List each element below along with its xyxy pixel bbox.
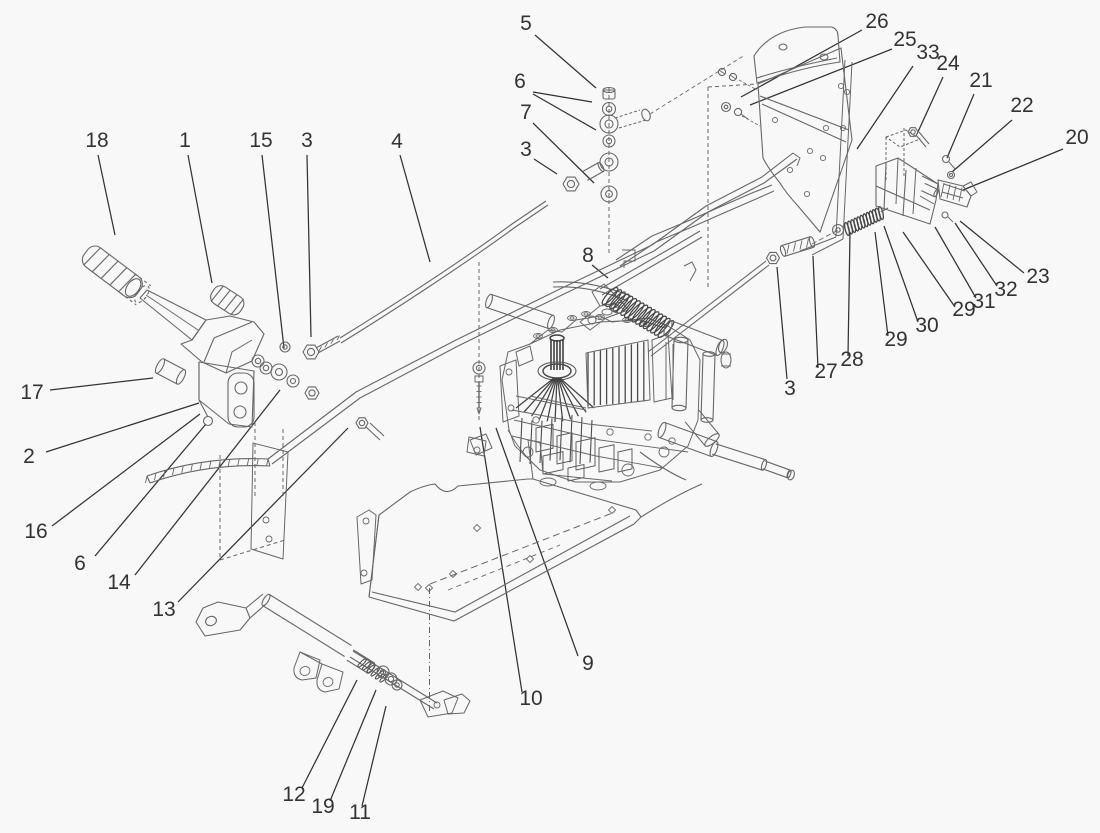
svg-text:2: 2 bbox=[23, 445, 35, 468]
svg-text:13: 13 bbox=[152, 598, 175, 621]
svg-text:30: 30 bbox=[915, 314, 938, 337]
svg-text:27: 27 bbox=[814, 360, 837, 383]
svg-text:24: 24 bbox=[936, 52, 960, 75]
svg-text:28: 28 bbox=[840, 348, 863, 371]
svg-text:21: 21 bbox=[969, 69, 992, 92]
svg-text:3: 3 bbox=[301, 129, 313, 152]
svg-text:33: 33 bbox=[916, 41, 939, 64]
svg-text:6: 6 bbox=[514, 70, 526, 93]
svg-text:8: 8 bbox=[582, 244, 594, 267]
svg-text:19: 19 bbox=[311, 795, 334, 818]
svg-text:23: 23 bbox=[1026, 265, 1049, 288]
svg-text:9: 9 bbox=[582, 652, 594, 675]
svg-text:12: 12 bbox=[282, 783, 305, 806]
svg-text:26: 26 bbox=[865, 10, 888, 33]
svg-text:18: 18 bbox=[85, 129, 108, 152]
svg-text:17: 17 bbox=[20, 381, 43, 404]
svg-text:6: 6 bbox=[74, 552, 86, 575]
svg-text:16: 16 bbox=[24, 520, 47, 543]
svg-text:3: 3 bbox=[784, 377, 796, 400]
svg-text:4: 4 bbox=[391, 130, 403, 153]
svg-text:10: 10 bbox=[519, 687, 542, 710]
svg-text:29: 29 bbox=[884, 328, 907, 351]
svg-text:7: 7 bbox=[520, 101, 532, 124]
svg-text:20: 20 bbox=[1065, 126, 1088, 149]
svg-text:22: 22 bbox=[1010, 94, 1033, 117]
svg-text:3: 3 bbox=[520, 138, 532, 161]
svg-text:32: 32 bbox=[994, 278, 1017, 301]
svg-text:5: 5 bbox=[520, 12, 532, 35]
svg-text:25: 25 bbox=[893, 28, 916, 51]
svg-text:1: 1 bbox=[179, 129, 191, 152]
svg-text:31: 31 bbox=[972, 290, 995, 313]
svg-text:14: 14 bbox=[107, 571, 131, 594]
svg-text:11: 11 bbox=[349, 801, 371, 824]
svg-text:29: 29 bbox=[952, 298, 975, 321]
svg-text:15: 15 bbox=[249, 129, 272, 152]
